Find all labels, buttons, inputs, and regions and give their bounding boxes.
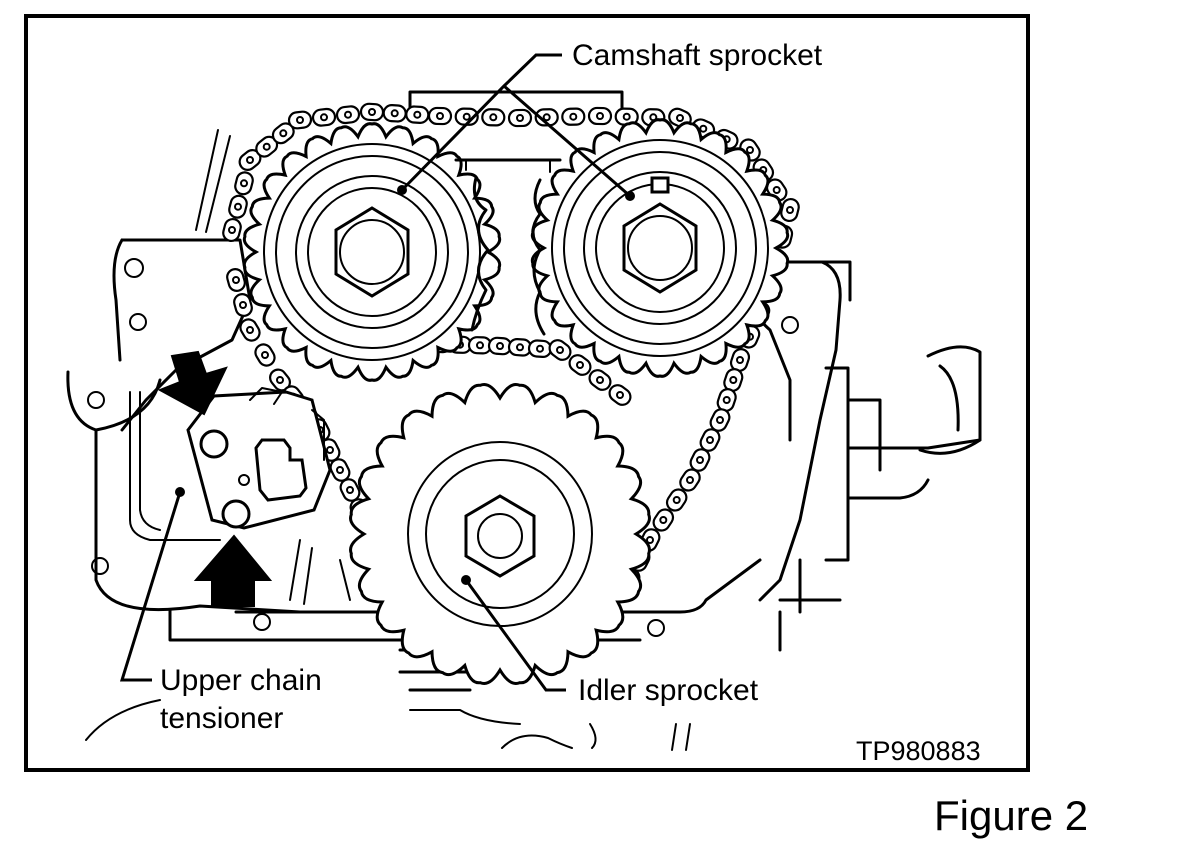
chain-link xyxy=(665,488,688,512)
engine-casting xyxy=(66,90,982,751)
chain-pin xyxy=(462,112,471,121)
chain-link xyxy=(568,354,592,376)
chain-link xyxy=(405,105,430,124)
chain-pin xyxy=(596,376,604,384)
part-code-label: TP980883 xyxy=(856,736,981,766)
chain-link xyxy=(679,468,701,492)
chain-pin xyxy=(346,486,354,494)
chain-pin xyxy=(276,376,284,384)
chain-pin xyxy=(646,536,654,544)
chain-link xyxy=(233,293,253,317)
chain-link xyxy=(587,106,613,126)
chain-link xyxy=(527,339,553,358)
chain-pin xyxy=(772,186,781,194)
chain-pin xyxy=(326,446,334,454)
chain-link xyxy=(311,107,337,127)
camshaft-sprocket-label: Camshaft sprocket xyxy=(572,39,823,72)
chain-link xyxy=(507,108,533,128)
chain-pin xyxy=(672,496,681,504)
chain-link xyxy=(234,171,254,196)
right-camshaft-sprocket xyxy=(530,118,790,378)
idler-sprocket xyxy=(349,383,651,685)
chain-link xyxy=(427,106,453,126)
chain-pin xyxy=(239,301,247,309)
figure-caption: Figure 2 xyxy=(934,792,1088,839)
chain-pin xyxy=(659,516,668,524)
chain-pin xyxy=(476,341,484,350)
chain-link xyxy=(608,384,632,406)
chain-pin xyxy=(228,226,236,234)
chain-pin xyxy=(596,112,604,120)
leader-lines xyxy=(119,53,635,692)
chain-pin xyxy=(320,113,328,122)
chain-pin xyxy=(261,351,269,359)
chain-pin xyxy=(576,361,584,369)
chain-pin xyxy=(716,416,724,424)
chain-pin xyxy=(344,110,352,119)
upper-chain-tensioner-label-line1: Upper chain xyxy=(160,664,322,697)
chain-pin xyxy=(496,342,504,350)
chain-pin xyxy=(413,110,422,119)
chain-pin xyxy=(516,114,524,122)
chain-pin xyxy=(516,343,524,352)
chain-link xyxy=(222,217,242,243)
chain-pin xyxy=(722,396,731,404)
chain-pin xyxy=(699,124,708,133)
idler-bolt-icon xyxy=(464,494,536,578)
chain-pin xyxy=(616,391,624,399)
chain-link xyxy=(588,369,612,391)
chain-link xyxy=(481,108,506,127)
chain-pin xyxy=(729,376,738,384)
chain-link xyxy=(287,110,313,130)
chain-pin xyxy=(368,108,376,116)
chain-link xyxy=(467,336,493,355)
left-cam-bolt-icon xyxy=(334,206,410,298)
right-cam-bolt-icon xyxy=(622,202,698,294)
chain-pin xyxy=(262,142,271,151)
arrow-top-icon xyxy=(157,350,228,416)
chain-pin xyxy=(686,476,694,484)
chain-pin xyxy=(336,466,344,474)
chain-pin xyxy=(746,146,754,154)
chain-link xyxy=(652,508,675,532)
chain-pin xyxy=(556,346,564,354)
chain-link xyxy=(359,102,385,122)
chain-pin xyxy=(569,112,578,121)
chain-guide xyxy=(454,158,562,336)
chain-pin xyxy=(542,113,551,122)
chain-link xyxy=(254,343,276,367)
chain-pin xyxy=(279,129,288,138)
chain-pin xyxy=(390,109,399,118)
chain-pin xyxy=(246,326,254,334)
upper-chain-tensioner-label-line2: tensioner xyxy=(160,702,283,735)
chain-link xyxy=(382,104,407,123)
arrow-bottom-icon xyxy=(193,534,273,607)
chain-pin xyxy=(232,276,240,284)
idler-sprocket-label: Idler sprocket xyxy=(578,674,759,707)
chain-link xyxy=(226,268,246,292)
chain-link xyxy=(228,194,248,219)
chain-pin xyxy=(234,202,242,211)
chain-pin xyxy=(489,113,498,122)
chain-pin xyxy=(786,206,794,214)
cam-key-icon xyxy=(650,176,670,194)
chain-pin xyxy=(240,179,248,188)
chain-pin xyxy=(536,344,544,353)
chain-link xyxy=(561,107,586,126)
left-camshaft-sprocket xyxy=(242,122,502,382)
chain-link xyxy=(239,318,261,342)
chain-pin xyxy=(436,112,444,120)
chain-pin xyxy=(696,456,704,464)
chain-pin xyxy=(622,112,631,121)
chain-pin xyxy=(296,116,304,124)
chain-pin xyxy=(706,436,714,444)
chain-pin xyxy=(736,356,744,364)
upper-chain-tensioner xyxy=(186,387,332,530)
chain-link xyxy=(548,339,572,361)
chain-pin xyxy=(246,156,254,164)
chain-pin xyxy=(676,114,684,122)
chain-link xyxy=(335,105,361,125)
